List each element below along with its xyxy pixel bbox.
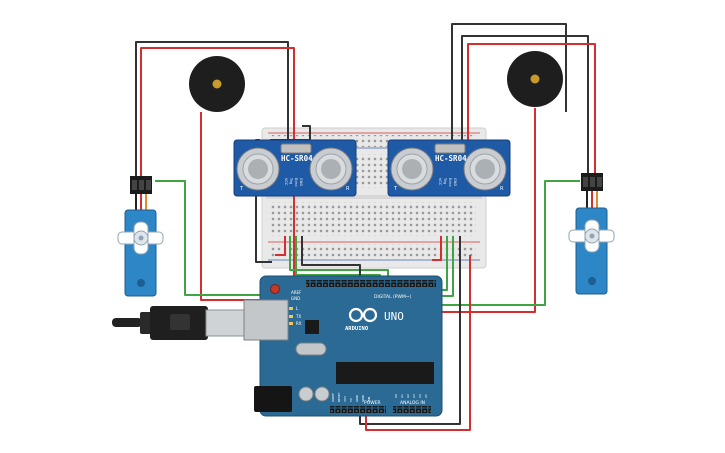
sensor-right-r-label: R [500, 186, 504, 192]
buzzer-left [189, 56, 245, 112]
pin-a0: A0 [394, 394, 398, 398]
board-model: UNO [384, 310, 404, 323]
sensor-left-pin-vcc: VCC [284, 178, 288, 186]
pin-gnd-2: GND [361, 394, 365, 402]
led-tx-label: TX [295, 314, 301, 319]
pin-3v3: 3V3 [343, 396, 347, 402]
wire-red-bb-left [275, 236, 286, 256]
analog-label: ANALOG IN [400, 400, 425, 406]
wire-black-right-servo [461, 35, 589, 178]
sensor-right-pin-gnd: GND [453, 178, 457, 186]
servo-right [568, 173, 615, 295]
wire-black-left-servo [135, 41, 289, 178]
pin-reset: RESET [337, 392, 341, 402]
pin-ioref: IOREF [331, 393, 335, 402]
sensor-right-model: HC-SR04 [435, 154, 467, 163]
pin-a5: A5 [424, 394, 428, 398]
digital-label: DIGITAL (PWM~) [374, 294, 412, 300]
sensor-left-model: HC-SR04 [281, 154, 313, 163]
sensor-right-pin-echo: Echo [448, 178, 452, 187]
sensor-right-pin-trig: Trig [443, 177, 447, 184]
sensor-left-t-label: T [239, 186, 244, 192]
gnd-label: GND [291, 296, 300, 301]
pin-vin: VIN [367, 397, 371, 402]
wire-red-power [365, 255, 471, 431]
sensor-right-pin-vcc: VCC [438, 178, 442, 186]
pin-a3: A3 [412, 394, 416, 398]
pin-a4: A4 [418, 394, 422, 398]
arduino-logo-icon [348, 307, 378, 323]
servo-left [117, 176, 164, 297]
power-label: POWER [364, 400, 381, 406]
sensor-left-pin-gnd: GND [299, 178, 303, 186]
wire-black-right-top [451, 23, 567, 140]
wire-black-bb-left [301, 236, 361, 285]
wire-red-right-servo [467, 43, 596, 178]
wire-red-bb-right [432, 236, 442, 261]
sensor-left-r-label: R [346, 186, 350, 192]
pin-a2: A2 [406, 394, 410, 398]
pin-gnd-1: GND [355, 394, 359, 402]
led-l-label: L [296, 306, 299, 311]
board-brand: ARDUINO [345, 326, 369, 332]
arduino-uno-board: UNO ARDUINO DIGITAL (PWM~) POWER ANALOG … [243, 275, 443, 417]
pin-5v: 5V [349, 397, 353, 402]
usb-cable [112, 306, 247, 340]
led-rx-label: RX [296, 321, 302, 326]
sensor-left-pin-echo: Echo [294, 178, 298, 187]
aref-label: AREF [291, 290, 302, 295]
ultrasonic-sensor-right: HC-SR04 T R VCC Trig Echo GND [387, 139, 511, 197]
sensor-left-pin-trig: Trig [289, 177, 293, 184]
sensor-right-t-label: T [393, 186, 398, 192]
pin-a1: A1 [400, 394, 404, 398]
buzzer-right [507, 51, 563, 107]
ultrasonic-sensor-left: HC-SR04 T R VCC Trig Echo GND [233, 139, 357, 197]
